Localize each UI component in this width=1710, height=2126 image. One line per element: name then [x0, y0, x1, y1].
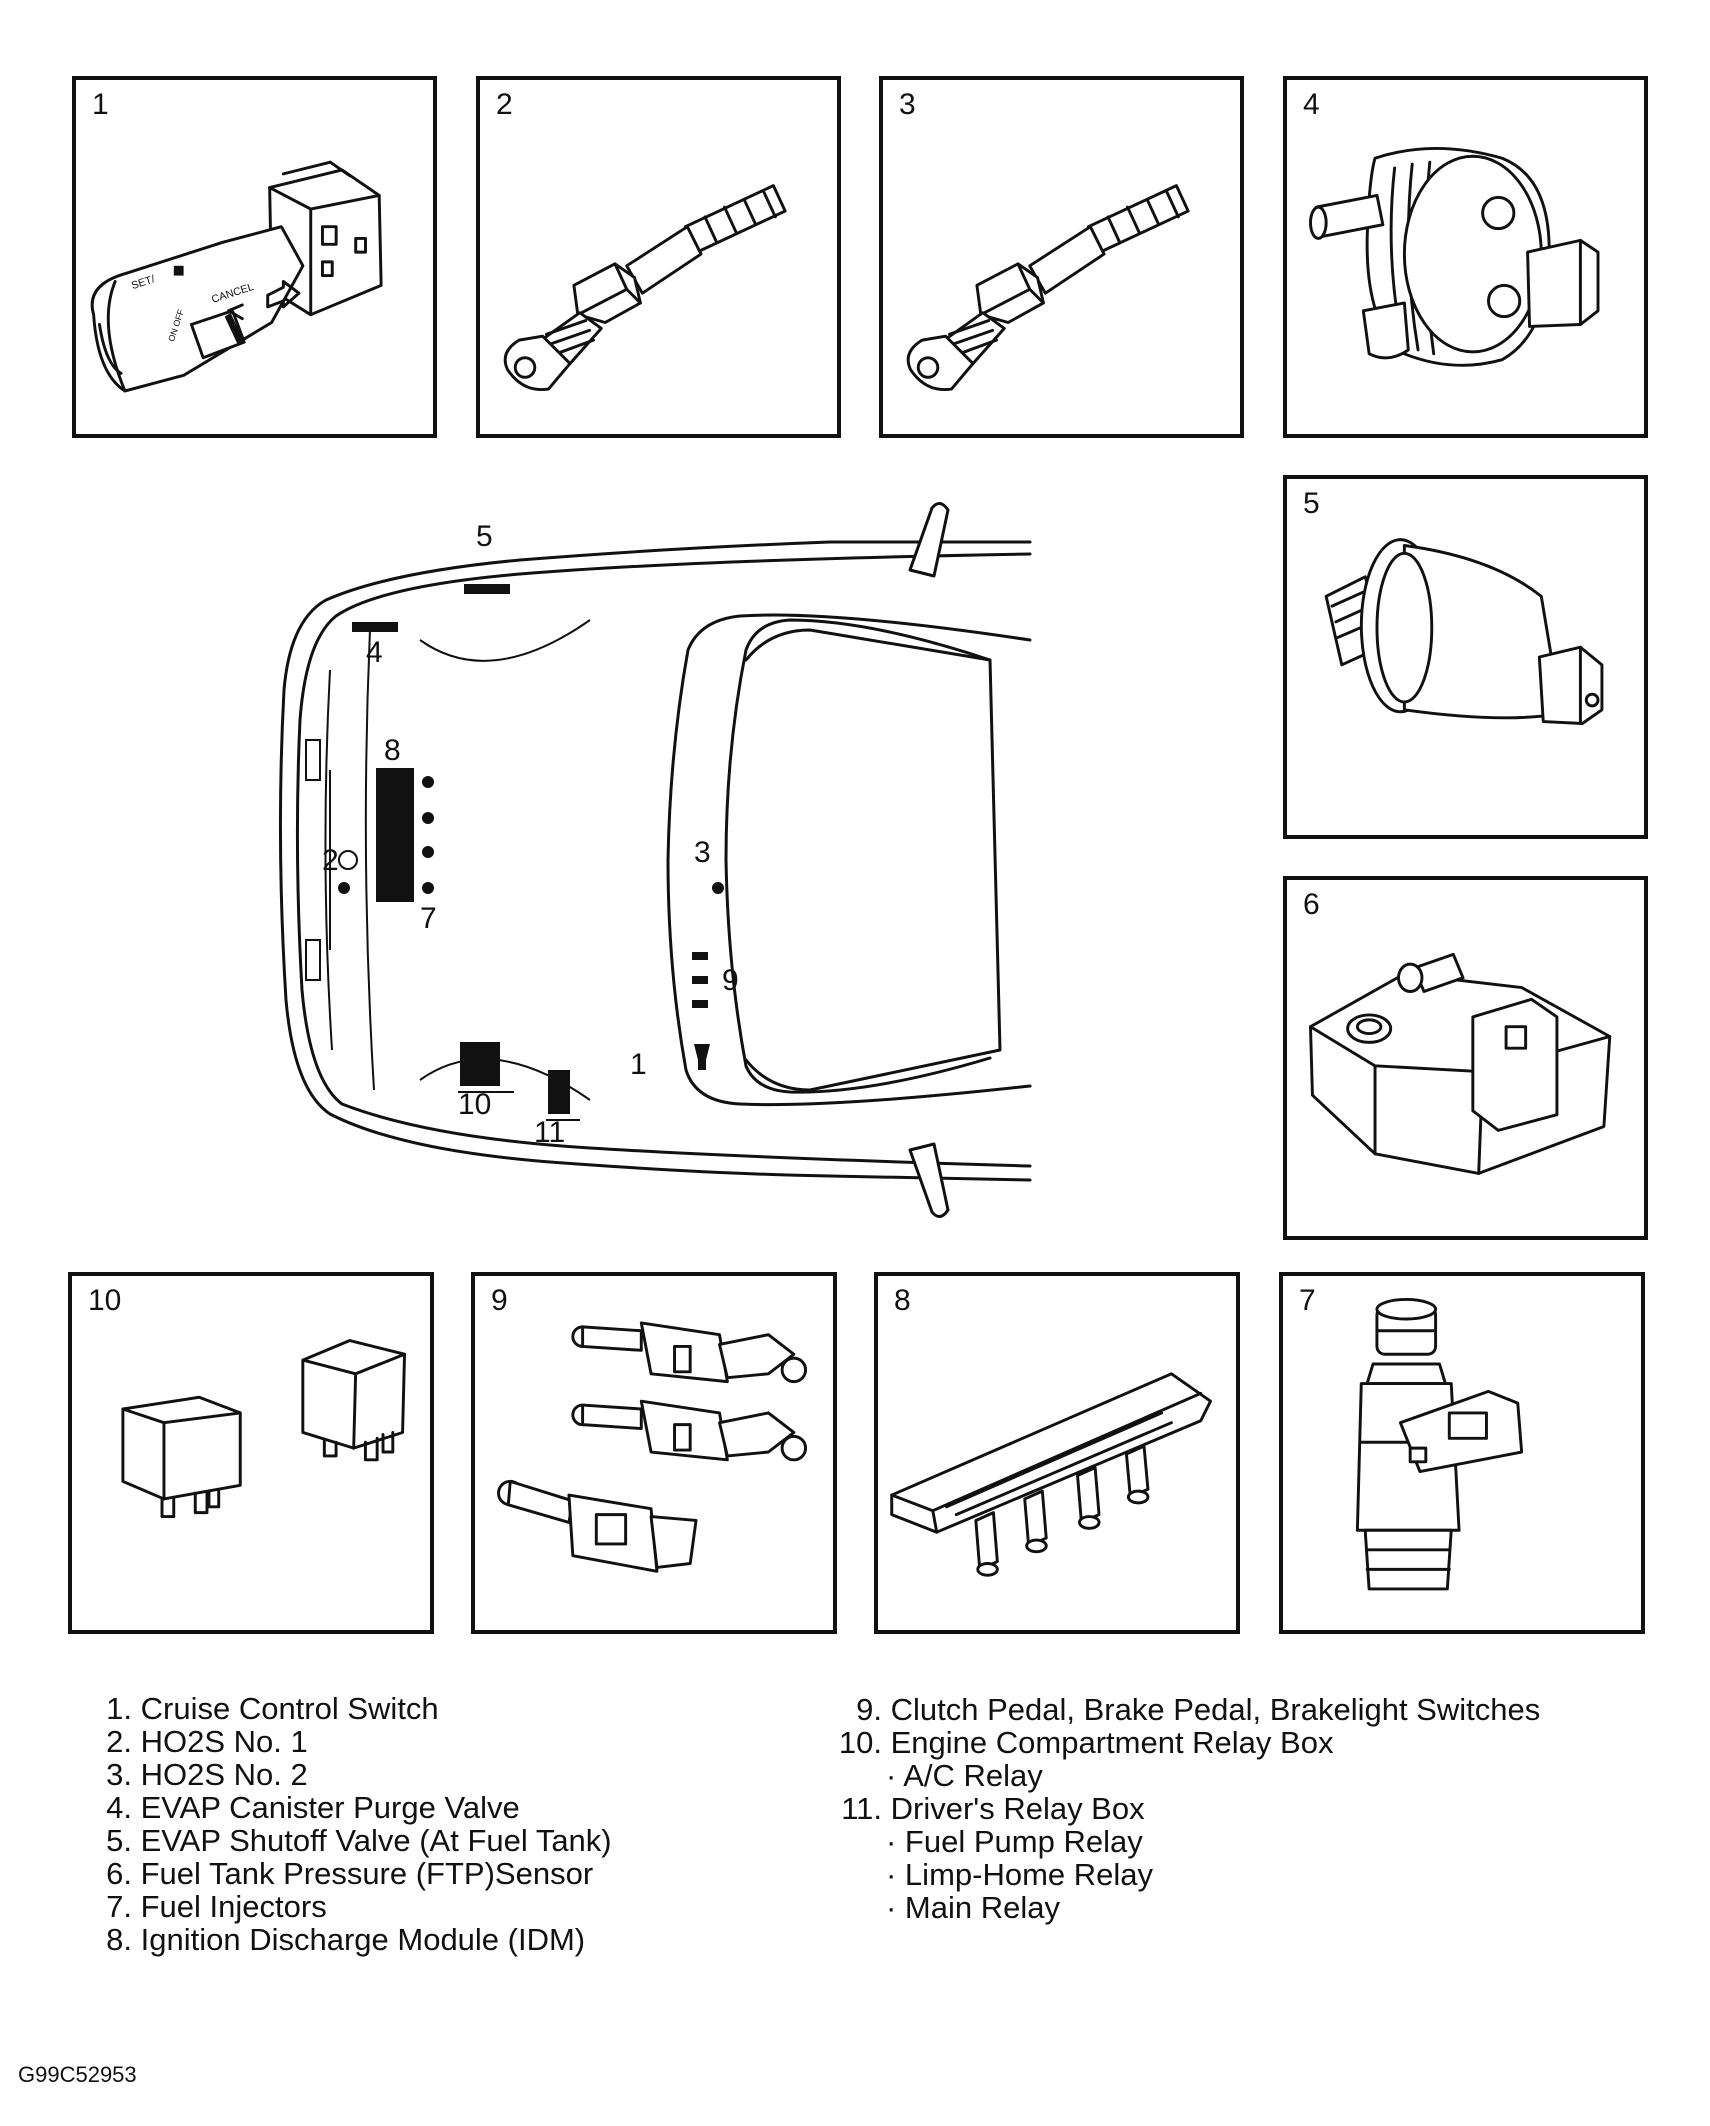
panel-2-ho2s-no1: 2: [476, 76, 841, 438]
shutoff-valve-illustration: [1324, 538, 1604, 725]
marker-ho2s-1: [338, 882, 350, 894]
pedal-switches-illustration: [497, 1321, 808, 1573]
legend-right: 9. Clutch Pedal, Brake Pedal, Brakelight…: [828, 1693, 1540, 1924]
panel-5-evap-shutoff-valve: 5: [1283, 475, 1648, 839]
panel-number: 5: [1303, 487, 1320, 520]
callout-10: 10: [458, 1088, 491, 1121]
panel-number: 2: [496, 88, 513, 121]
panel-number: 7: [1299, 1284, 1316, 1317]
legend-item: 11. Driver's Relay Box: [841, 1791, 1145, 1826]
legend-subitem: · Main Relay: [886, 1890, 1060, 1925]
panel-4-evap-purge-valve: 4: [1283, 76, 1648, 438]
legend-item: 3. HO2S No. 2: [106, 1757, 308, 1792]
legend-item: 1. Cruise Control Switch: [106, 1691, 439, 1726]
panel-9-pedal-switches: 9: [471, 1272, 837, 1634]
callout-3: 3: [694, 836, 711, 869]
legend-item: 7. Fuel Injectors: [106, 1889, 327, 1924]
panel-number: 1: [92, 88, 109, 121]
callout-9: 9: [722, 964, 739, 997]
callout-5: 5: [476, 520, 493, 553]
panel-6-ftp-sensor: 6: [1283, 876, 1648, 1240]
fuel-injector-illustration: [1355, 1298, 1524, 1591]
marker-evap-shutoff-valve: [464, 584, 510, 594]
legend-item: 10. Engine Compartment Relay Box: [838, 1725, 1334, 1760]
marker-drivers-relay-box: [548, 1070, 570, 1114]
marker-ho2s-2: [712, 882, 724, 894]
panel-8-ignition-discharge-module: 8: [874, 1272, 1240, 1634]
legend-subitem: · A/C Relay: [886, 1758, 1043, 1793]
vehicle-top-view-diagram: 1 2 3 4 5 7 8 9 10 11: [278, 502, 1032, 1218]
callout-4: 4: [366, 636, 383, 669]
panel-3-ho2s-no2: 3: [879, 76, 1244, 438]
legend-left: 1. Cruise Control Switch 2. HO2S No. 1 3…: [96, 1691, 612, 1957]
marker-cruise-switch: [694, 1044, 710, 1070]
callout-11: 11: [534, 1116, 565, 1149]
legend-item: 9. Clutch Pedal, Brake Pedal, Brakelight…: [856, 1692, 1541, 1727]
legend-item: 6. Fuel Tank Pressure (FTP)Sensor: [106, 1856, 594, 1891]
relay-illustration: [121, 1339, 406, 1519]
figure-id: G99C52953: [18, 2062, 137, 2087]
legend-item: 2. HO2S No. 1: [106, 1724, 308, 1759]
pressure-sensor-illustration: [1309, 952, 1612, 1175]
legend-item: 5. EVAP Shutoff Valve (At Fuel Tank): [106, 1823, 612, 1858]
panel-10-relay-box: 10: [68, 1272, 434, 1634]
legend-item: 4. EVAP Canister Purge Valve: [106, 1790, 520, 1825]
callout-2: 2: [322, 844, 339, 877]
callout-7: 7: [420, 902, 437, 935]
panel-number: 10: [88, 1284, 122, 1317]
panel-number: 9: [491, 1284, 508, 1317]
panel-number: 3: [899, 88, 916, 121]
panel-number: 8: [894, 1284, 911, 1317]
legend-subitem: · Fuel Pump Relay: [886, 1824, 1143, 1859]
legend-item: 8. Ignition Discharge Module (IDM): [106, 1922, 586, 1957]
panel-number: 6: [1303, 888, 1320, 921]
oxygen-sensor-illustration: [503, 184, 787, 392]
callout-8: 8: [384, 734, 401, 767]
marker-relay-box: [460, 1042, 500, 1086]
idm-illustration: [890, 1372, 1212, 1577]
marker-evap-purge-valve: [352, 622, 398, 632]
oxygen-sensor-illustration: [906, 184, 1190, 392]
legend-subitem: · Limp-Home Relay: [886, 1857, 1154, 1892]
purge-valve-illustration: [1309, 146, 1600, 367]
callout-1: 1: [630, 1048, 647, 1081]
panel-1-cruise-control-switch: 1 SET/ CANCEL ON OFF: [72, 76, 437, 438]
cruise-control-switch-illustration: SET/ CANCEL ON OFF: [90, 160, 383, 393]
panel-number: 4: [1303, 88, 1320, 121]
marker-idm: [376, 768, 414, 902]
panel-7-fuel-injector: 7: [1279, 1272, 1645, 1634]
